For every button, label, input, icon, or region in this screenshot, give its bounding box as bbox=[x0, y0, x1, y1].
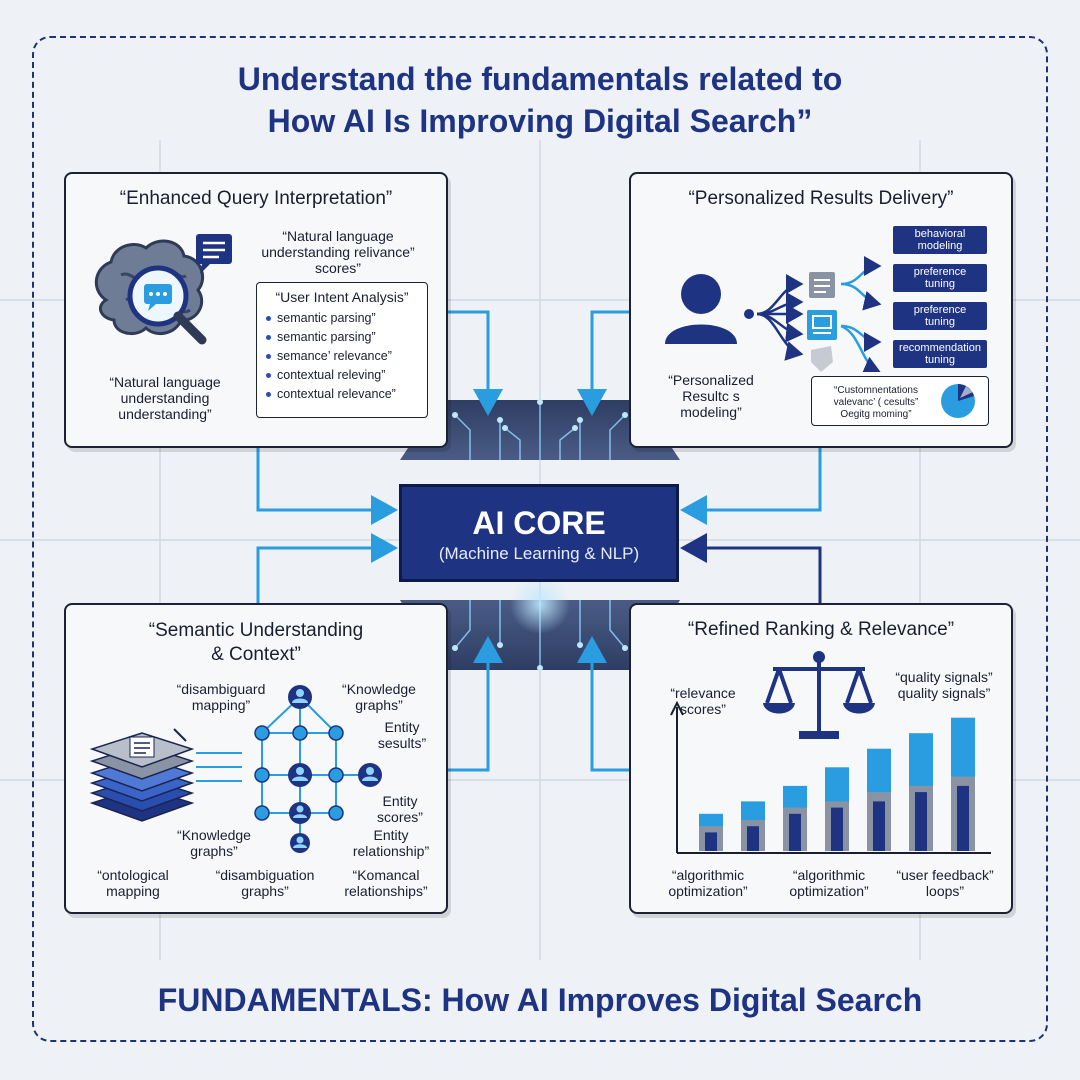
list-item: semantic parsing” bbox=[265, 309, 419, 328]
quality-signals-label: “quality signals” quality signals” bbox=[895, 669, 993, 701]
chart-bar bbox=[957, 785, 969, 851]
personalized-results-panel: “Personalized Results Delivery” bbox=[629, 172, 1013, 448]
personalized-modeling-label: “Personalized Resultc s modeling” bbox=[668, 372, 754, 420]
chart-bar bbox=[915, 792, 927, 851]
user-icon bbox=[665, 274, 737, 344]
chart-bar bbox=[873, 801, 885, 851]
dashed-frame bbox=[32, 36, 1048, 1042]
list-item: contextual releving” bbox=[265, 366, 419, 385]
item-shape-icon bbox=[811, 346, 833, 372]
list-item: semantic parsing” bbox=[265, 328, 419, 347]
user-feedback-loops-label: “user feedback” loops” bbox=[896, 867, 994, 899]
ranking-relevance-panel: “Refined Ranking & Relevance” “relevance… bbox=[629, 603, 1013, 914]
knowledge-graph-network bbox=[196, 685, 382, 853]
user-intent-list: semantic parsing” semantic parsing” sema… bbox=[265, 309, 419, 404]
user-intent-title: “User Intent Analysis” bbox=[275, 289, 409, 305]
semantic-panel-title: “Semantic Understanding & Context” bbox=[148, 620, 364, 665]
customization-label: “Customnentations valevanc’ ( cesults” O… bbox=[833, 385, 919, 420]
user-intent-box: “User Intent Analysis” semantic parsing”… bbox=[256, 282, 428, 418]
ranking-bar-chart bbox=[670, 701, 991, 854]
algorithmic-optimization-label-1: “algorithmic optimization” bbox=[668, 867, 748, 899]
knowledge-graphs-label-bottom: “Knowledge graphs” bbox=[177, 827, 251, 859]
ontological-mapping-label: “ontological mapping bbox=[97, 867, 169, 899]
page-title: Understand the fundamentals related to H… bbox=[0, 58, 1080, 142]
ai-core-box: AI CORE (Machine Learning & NLP) bbox=[399, 484, 679, 582]
nlu-label: “Natural language understanding relivanc… bbox=[261, 228, 415, 276]
knowledge-graphs-label-top: “Knowledge graphs” bbox=[342, 681, 416, 713]
chart-bar bbox=[747, 826, 759, 851]
query-panel-title: “Enhanced Query Interpretation” bbox=[119, 188, 393, 209]
document-icon bbox=[809, 272, 835, 298]
disambiguation-graphs-label: “disambiguation graphs” bbox=[215, 867, 315, 899]
y-axis-arrow bbox=[670, 701, 684, 716]
ai-core-subtitle: (Machine Learning & NLP) bbox=[438, 544, 640, 563]
disambiguard-mapping-label: “disambiguard mapping” bbox=[176, 681, 266, 713]
user-flow-diagram bbox=[665, 256, 882, 372]
title-line-2: How AI Is Improving Digital Search” bbox=[267, 103, 813, 139]
results-icon bbox=[807, 310, 837, 340]
scale-icon bbox=[763, 651, 875, 739]
pie-chart-icon bbox=[941, 384, 975, 418]
list-item: contextual relevance” bbox=[265, 385, 419, 404]
entity-scores-label: Entity scores” bbox=[377, 793, 423, 825]
layered-stack-icon bbox=[89, 728, 195, 822]
chart-bar bbox=[705, 832, 717, 851]
footer-title: FUNDAMENTALS: How AI Improves Digital Se… bbox=[157, 982, 923, 1018]
nlu-bottom-label: “Natural language understanding understa… bbox=[109, 374, 221, 422]
entity-results-label: Entity sesults” bbox=[377, 719, 427, 751]
semantic-understanding-panel: “Semantic Understanding & Context” bbox=[64, 603, 448, 914]
relevance-scores-label: “relevance scores” bbox=[670, 685, 736, 717]
chart-bar bbox=[831, 807, 843, 851]
ranking-panel-title: “Refined Ranking & Relevance” bbox=[687, 619, 955, 640]
list-item: semance’ relevance” bbox=[265, 347, 419, 366]
chart-bar bbox=[789, 813, 801, 851]
algorithmic-optimization-label-2: “algorithmic optimization” bbox=[789, 867, 869, 899]
personal-panel-title: “Personalized Results Delivery” bbox=[688, 188, 954, 209]
brain-magnifier-icon bbox=[95, 234, 232, 345]
title-line-1: Understand the fundamentals related to bbox=[237, 61, 843, 97]
query-interpretation-panel: “Enhanced Query Interpretation” “Natural… bbox=[64, 172, 448, 448]
customization-box: “Customnentations valevanc’ ( cesults” O… bbox=[811, 376, 989, 426]
ai-core-title: AI CORE bbox=[472, 505, 606, 541]
komancal-relationships-label: “Komancal relationships” bbox=[344, 867, 428, 899]
entity-relationship-label: Entity relationship” bbox=[352, 827, 430, 859]
